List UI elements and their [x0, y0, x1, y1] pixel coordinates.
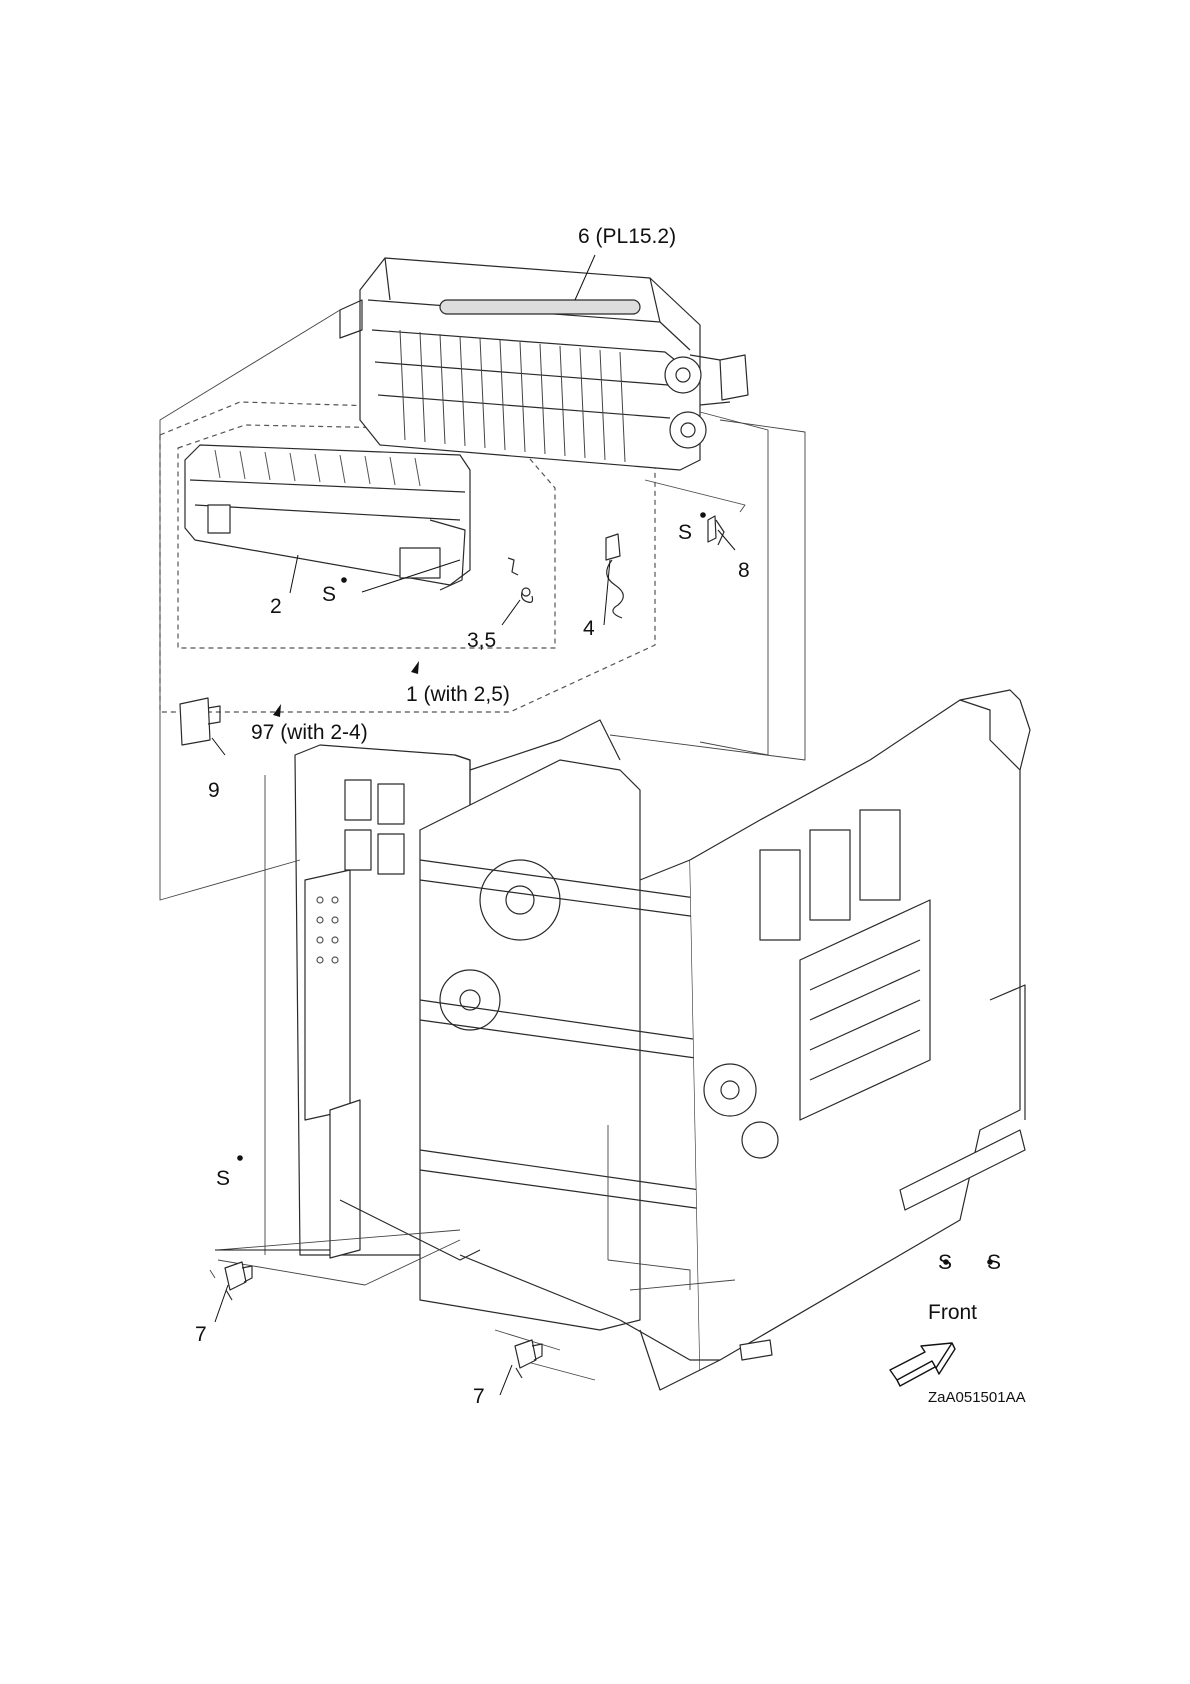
- part-6-roller-unit: [340, 258, 748, 470]
- screw-label: S: [322, 584, 336, 605]
- front-label: Front: [928, 1302, 977, 1323]
- screw-label: S: [987, 1252, 1001, 1273]
- screw-label: S: [216, 1168, 230, 1189]
- main-frame: [295, 690, 1030, 1390]
- callout-9: 9: [208, 780, 220, 801]
- callout-7-right: 7: [473, 1386, 485, 1407]
- callout-1: 1 (with 2,5): [406, 684, 510, 705]
- front-arrow-icon: [890, 1343, 955, 1386]
- part-2-guide-assembly: [185, 445, 470, 590]
- callout-4: 4: [583, 618, 595, 639]
- callout-6: 6 (PL15.2): [578, 226, 676, 247]
- callout-7-left: 7: [195, 1324, 207, 1345]
- part-7-switch-left: [225, 1262, 252, 1300]
- screw-label: S: [938, 1252, 952, 1273]
- part-9-cover: [180, 698, 220, 745]
- part-3-5-spring: [508, 558, 533, 602]
- part-8-bracket: [708, 516, 724, 545]
- callout-3-5: 3,5: [467, 630, 496, 651]
- callout-97: 97 (with 2-4): [251, 722, 368, 743]
- callout-2: 2: [270, 596, 282, 617]
- screw-label: S: [678, 522, 692, 543]
- figure-code: ZaA051501AA: [928, 1390, 1026, 1405]
- part-7-switch-right: [515, 1340, 542, 1378]
- callout-8: 8: [738, 560, 750, 581]
- assembly-markers: [273, 661, 419, 717]
